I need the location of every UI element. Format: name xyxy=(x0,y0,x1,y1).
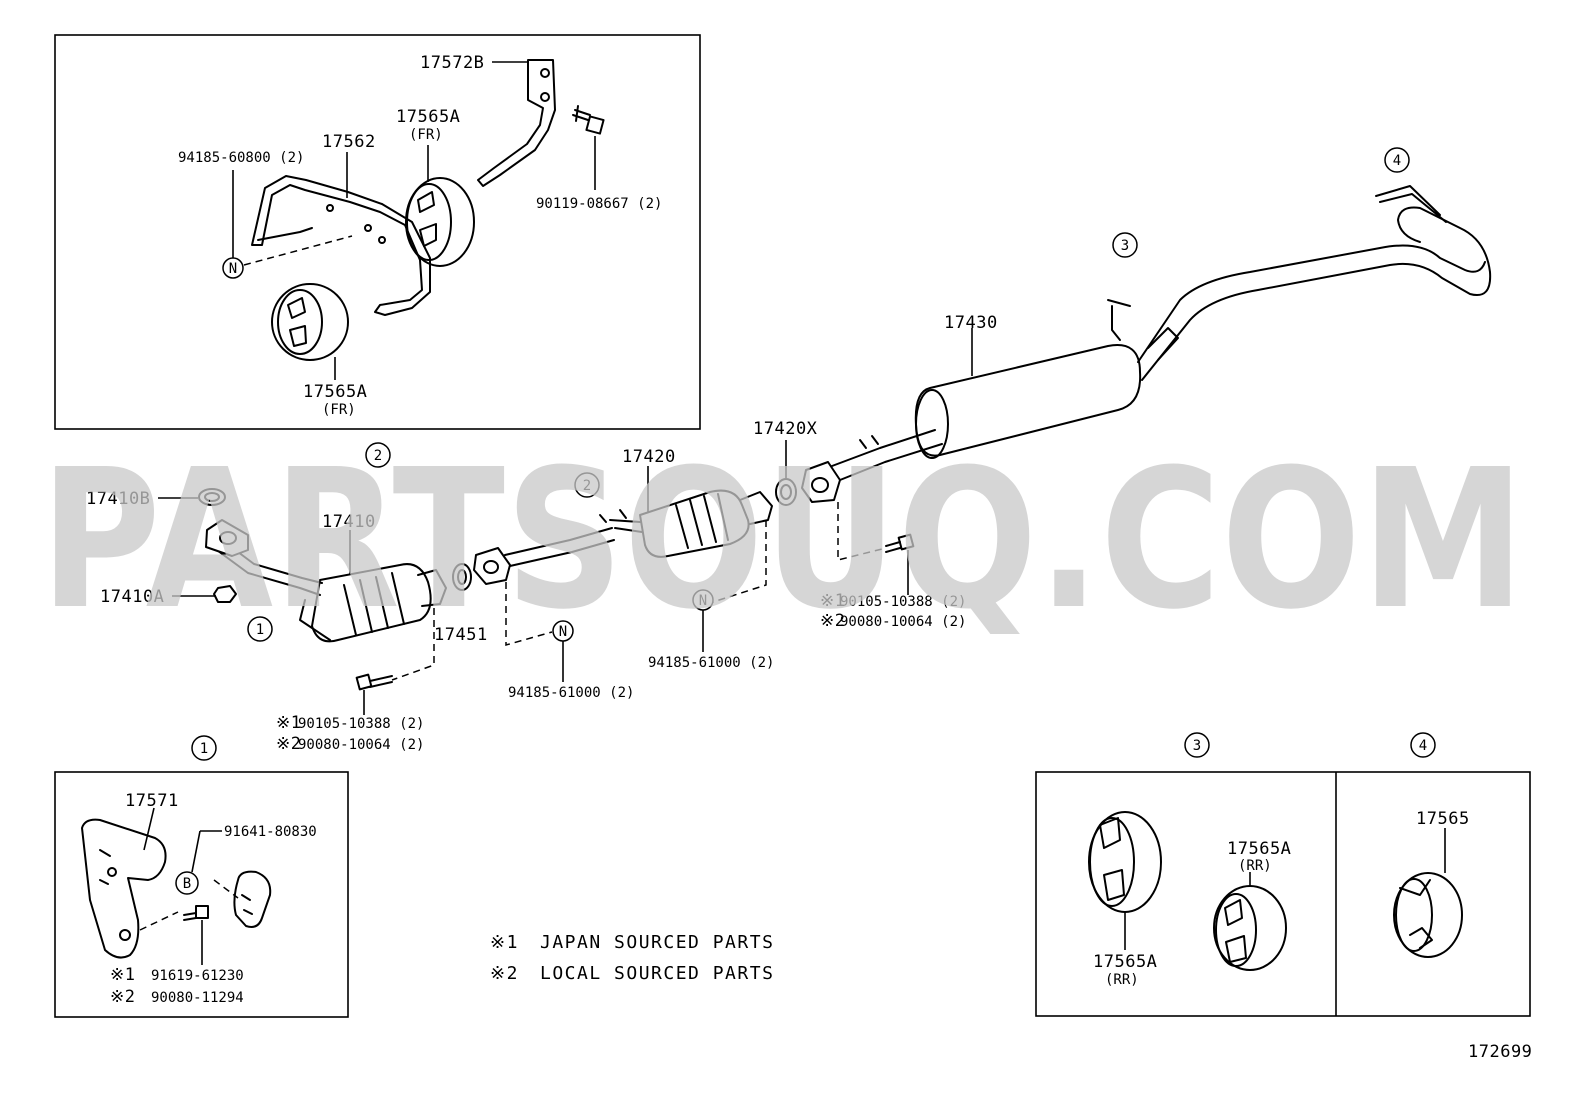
gasket-17410b-drawing xyxy=(198,488,226,506)
mark-2-rear: ※2 xyxy=(820,611,845,631)
label-17565a-rr-left: 17565A xyxy=(1093,952,1157,972)
drawing-number: 172699 xyxy=(1468,1042,1532,1062)
note-text-2: LOCAL SOURCED PARTS xyxy=(540,963,774,984)
mark-1-rear: ※1 xyxy=(820,591,845,611)
bolt-symbol-b-text: B xyxy=(183,876,191,892)
label-90105-10388-front: 90105-10388 (2) xyxy=(298,716,424,732)
label-94185-61000-b: 94185-61000 (2) xyxy=(648,655,774,671)
note-mark-1: ※1 xyxy=(490,932,519,953)
label-rr-left: (RR) xyxy=(1105,972,1139,988)
mark-1-inset: ※1 xyxy=(110,965,135,985)
note-mark-2: ※2 xyxy=(490,963,519,984)
hanger-rubber-17565-drawing xyxy=(1393,872,1463,958)
hanger-rubber-17565a-rr-right-drawing xyxy=(1213,885,1287,971)
callout-1-main xyxy=(247,616,273,642)
callout-4-inset-text: 4 xyxy=(1419,738,1427,754)
watermark: PARTSOUQ.COM xyxy=(40,429,1525,652)
clamp-drawing xyxy=(233,870,272,928)
bolt-symbol-b xyxy=(175,871,199,895)
heat-insulator-17571-drawing xyxy=(81,818,167,959)
bracket-17562-drawing xyxy=(251,175,431,316)
label-90119-08667: 90119-08667 (2) xyxy=(536,196,662,212)
label-90105-10388-rear: 90105-10388 (2) xyxy=(840,594,966,610)
callout-3-main xyxy=(1112,232,1138,258)
callout-2-rear-text: 2 xyxy=(583,478,591,494)
bolt-front-drawing xyxy=(355,673,393,691)
nut-17410a-drawing xyxy=(213,585,237,603)
callout-4-main xyxy=(1384,147,1410,173)
label-90080-11294: 90080-11294 xyxy=(151,990,244,1006)
label-94185-60800: 94185-60800 (2) xyxy=(178,150,304,166)
label-91641-80830: 91641-80830 xyxy=(224,824,317,840)
label-94185-61000-a: 94185-61000 (2) xyxy=(508,685,634,701)
label-17572b: 17572B xyxy=(420,53,484,73)
flange-manifold-drawing xyxy=(205,519,249,557)
label-17410b: 17410B xyxy=(86,489,150,509)
callout-4-inset xyxy=(1410,732,1436,758)
mark-1-front: ※1 xyxy=(276,713,301,733)
label-17420x: 17420X xyxy=(753,419,818,439)
callout-1-inset xyxy=(191,735,217,761)
converter-17420-drawing xyxy=(504,489,773,567)
label-17562: 17562 xyxy=(322,132,376,152)
nut-symbol-n-inset-text: N xyxy=(229,261,237,277)
callout-2-front-text: 2 xyxy=(374,448,382,464)
gasket-17420x-drawing xyxy=(775,478,797,506)
callout-3-inset-text: 3 xyxy=(1193,738,1201,754)
inset-box-1 xyxy=(54,771,349,1018)
callout-3-main-text: 3 xyxy=(1121,238,1129,254)
callout-2-rear xyxy=(574,472,600,498)
inset-box-mounting xyxy=(54,34,701,430)
hanger-rubber-17565a-bottom-drawing xyxy=(271,283,349,361)
label-17451: 17451 xyxy=(434,625,488,645)
gasket-17451-drawing xyxy=(452,563,472,591)
bolt-rear-drawing xyxy=(885,533,915,553)
bolt-90119-drawing xyxy=(572,105,605,135)
label-17565a-fr-top: 17565A xyxy=(396,107,460,127)
muffler-17430-drawing xyxy=(831,185,1492,481)
label-17565a-fr-bottom: 17565A xyxy=(303,382,367,402)
flange-17430-drawing xyxy=(801,461,841,503)
label-17565: 17565 xyxy=(1416,809,1470,829)
callout-2-front xyxy=(365,442,391,468)
label-17410a: 17410A xyxy=(100,587,164,607)
label-17420: 17420 xyxy=(622,447,676,467)
label-17571: 17571 xyxy=(125,791,179,811)
bolt-91619-drawing xyxy=(183,905,209,921)
label-rr-right: (RR) xyxy=(1238,858,1272,874)
mark-2-inset: ※2 xyxy=(110,987,135,1007)
pipe-flange-front-drawing xyxy=(473,547,511,585)
nut-symbol-n-2-text: N xyxy=(699,593,707,609)
mark-2-front: ※2 xyxy=(276,734,301,754)
inset-box-3-4 xyxy=(1035,771,1531,1017)
label-17430: 17430 xyxy=(944,313,998,333)
callout-1-inset-text: 1 xyxy=(200,741,208,757)
bracket-17572b-drawing xyxy=(477,59,556,187)
label-17565a-rr-right: 17565A xyxy=(1227,839,1291,859)
nut-symbol-n-1-text: N xyxy=(559,624,567,640)
hanger-rubber-17565a-rr-left-drawing xyxy=(1088,811,1162,913)
label-17410: 17410 xyxy=(322,512,376,532)
converter-17410-drawing xyxy=(209,539,447,643)
callout-1-main-text: 1 xyxy=(256,622,264,638)
label-90080-10064-front: 90080-10064 (2) xyxy=(298,737,424,753)
label-fr-top: (FR) xyxy=(409,127,443,143)
note-text-1: JAPAN SOURCED PARTS xyxy=(540,932,774,953)
label-90080-10064-rear: 90080-10064 (2) xyxy=(840,614,966,630)
label-91619-61230: 91619-61230 xyxy=(151,968,244,984)
callout-4-main-text: 4 xyxy=(1393,153,1401,169)
label-fr-bottom: (FR) xyxy=(322,402,356,418)
callout-3-inset xyxy=(1184,732,1210,758)
